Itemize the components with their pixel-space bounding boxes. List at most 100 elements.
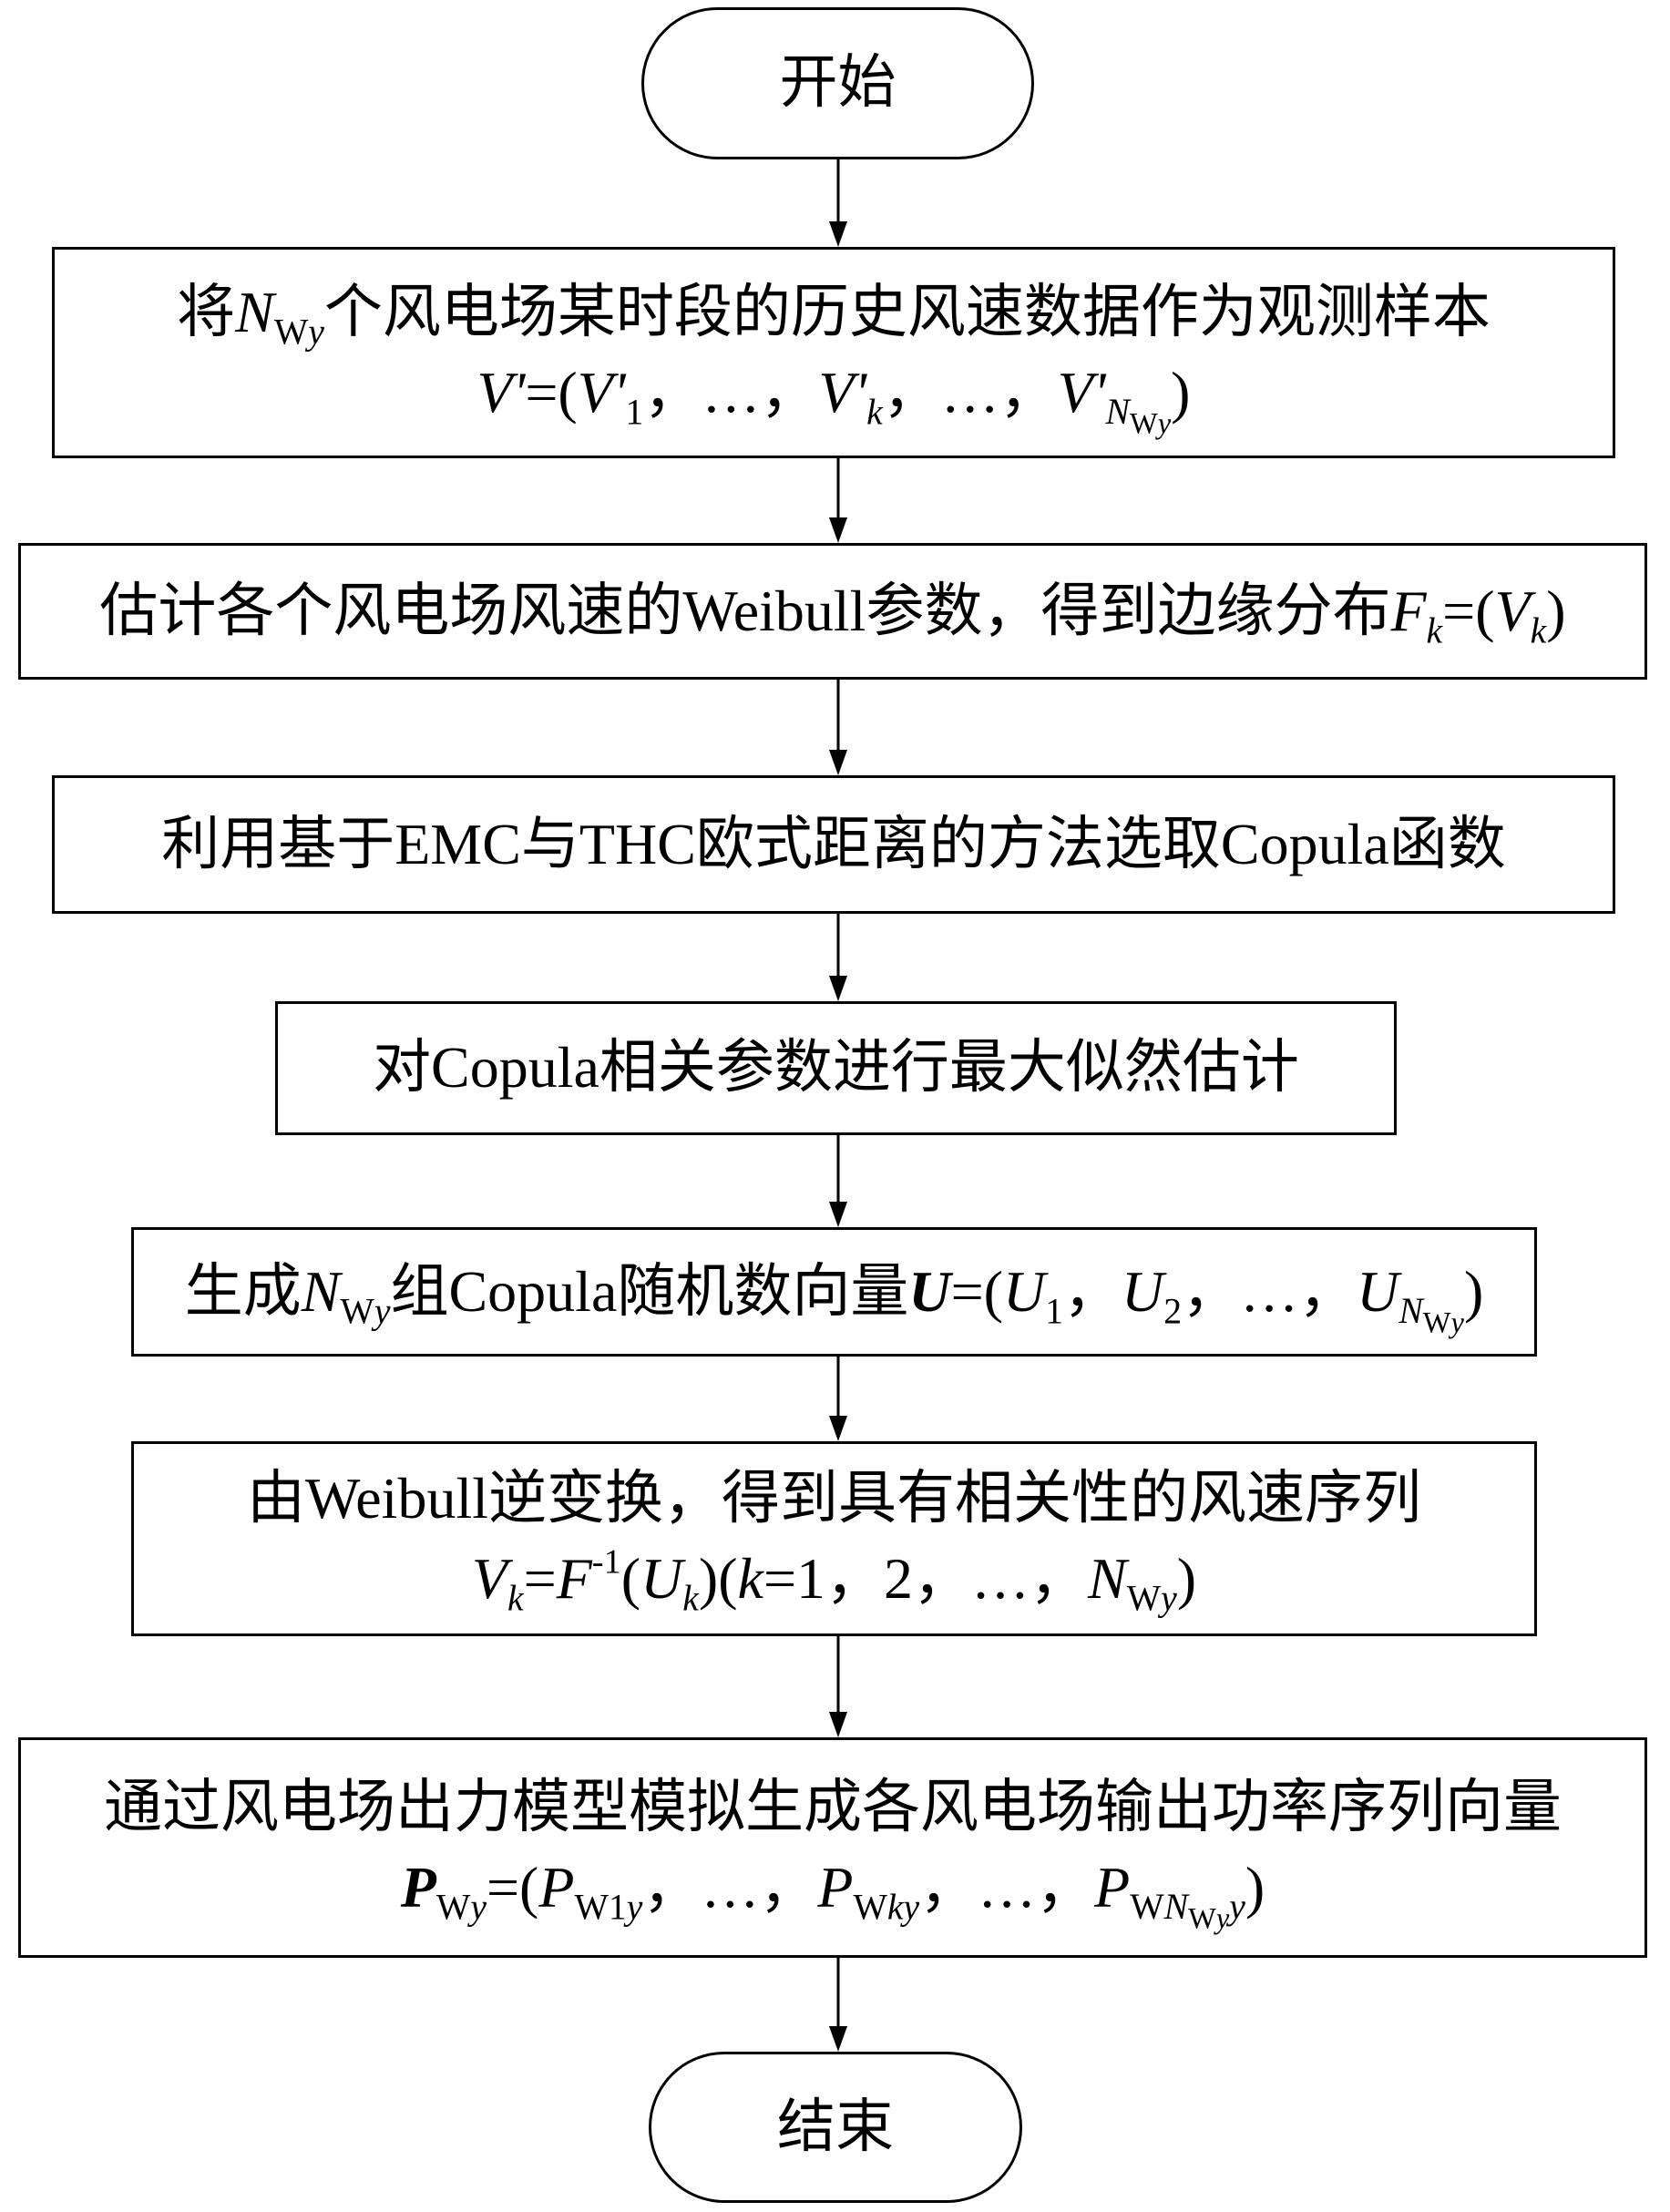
arrow-step-7-to-end xyxy=(829,1958,847,2052)
subscript: 1 xyxy=(1045,1291,1064,1332)
subscript-symbol: y xyxy=(1161,1578,1177,1619)
symbol-u: U xyxy=(1002,1258,1046,1324)
text-fragment: ) xyxy=(1546,578,1566,643)
step-6-box: 由Weibull逆变换，得到具有相关性的风速序列 Vk=F-1(Uk)(k=1，… xyxy=(131,1441,1537,1636)
subscript-symbol: k xyxy=(886,1887,904,1928)
subscript: k xyxy=(682,1578,699,1618)
subscript-symbol: y xyxy=(1215,1902,1230,1936)
symbol-v: V xyxy=(471,1546,507,1611)
subscript: WNWyy xyxy=(1130,1887,1245,1935)
subscript: 2 xyxy=(1163,1291,1183,1332)
nested-subscript: Wy xyxy=(1423,1307,1464,1340)
text-fragment: ) xyxy=(1171,360,1191,425)
subscript-text: W xyxy=(1422,1306,1451,1340)
step-7-box: 通过风电场出力模型模拟生成各风电场输出功率序列向量 PWy=(PW1y，…，PW… xyxy=(18,1737,1647,1958)
subscript-text: W xyxy=(273,312,309,353)
step-7-line-1: 通过风电场出力模型模拟生成各风电场输出功率序列向量 xyxy=(104,1774,1562,1839)
text-fragment: 个风电场某时段的历史风速数据作为观测样本 xyxy=(323,279,1491,344)
subscript-text: W xyxy=(340,1291,374,1332)
subscript-symbol: y xyxy=(374,1291,391,1332)
subscript-symbol: k xyxy=(507,1578,524,1619)
subscript-symbol: y xyxy=(626,1887,643,1928)
text-fragment: ) xyxy=(1245,1855,1265,1920)
subscript-symbol: y xyxy=(1450,1306,1464,1340)
arrow-step-6-to-step-7 xyxy=(829,1636,847,1737)
arrow-step-2-to-step-3 xyxy=(829,680,847,775)
subscript-symbol: k xyxy=(866,392,883,433)
end-label: 结束 xyxy=(777,2094,894,2159)
symbol-u: U xyxy=(1357,1258,1399,1324)
superscript: -1 xyxy=(591,1542,621,1582)
symbol-p: P xyxy=(817,1855,854,1920)
text-fragment: ，…， xyxy=(882,360,1058,425)
text-fragment: 将 xyxy=(177,279,236,344)
text-fragment: =( xyxy=(1442,578,1495,643)
text-fragment: =( xyxy=(525,360,578,425)
subscript-text: W xyxy=(1130,1887,1164,1928)
text-fragment: =1，2，…， xyxy=(763,1546,1089,1611)
subscript: W1y xyxy=(574,1887,642,1927)
subscript: Wy xyxy=(274,312,324,352)
subscript-text: W xyxy=(435,1887,471,1928)
step-2-line-1: 估计各个风电场风速的Weibull参数，得到边缘分布Fk=(Vk) xyxy=(99,571,1565,651)
subscript-symbol: k xyxy=(1530,610,1547,651)
text-fragment: ， xyxy=(1063,1258,1122,1324)
subscript: k xyxy=(1531,610,1547,650)
start-label: 开始 xyxy=(779,50,896,116)
subscript-symbol: y xyxy=(1157,407,1172,441)
text-fragment: ，…， xyxy=(643,360,819,425)
end-terminal: 结束 xyxy=(649,2052,1022,2203)
step-3-line-1: 利用基于EMC与THC欧式距离的方法选取Copula函数 xyxy=(161,811,1506,876)
nested-subscript: Wy xyxy=(1130,408,1171,441)
symbol-u: U xyxy=(1122,1258,1164,1324)
subscript: Wky xyxy=(853,1887,919,1927)
symbol-n: N xyxy=(1088,1546,1127,1611)
step-5-line-1: 生成NWy组Copula随机数向量U=(U1，U2，…，UNWy) xyxy=(184,1252,1484,1338)
subscript-symbol: k xyxy=(1426,610,1443,651)
subscript: NWy xyxy=(1398,1291,1464,1338)
subscript-text: W xyxy=(1126,1578,1162,1619)
symbol-p: P xyxy=(538,1855,575,1920)
arrow-step-3-to-step-4 xyxy=(829,914,847,1001)
symbol-v-prime: V' xyxy=(1057,360,1106,425)
subscript: NWy xyxy=(1106,392,1172,440)
symbol-u: U xyxy=(640,1546,683,1611)
text-fragment: = xyxy=(523,1546,557,1611)
text-fragment: ，…， xyxy=(919,1855,1095,1920)
subscript: k xyxy=(1427,610,1443,650)
step-1-box: 将NWy个风电场某时段的历史风速数据作为观测样本 V'=(V'1，…，V'k，…… xyxy=(52,247,1615,458)
subscript-symbol: y xyxy=(1229,1887,1245,1928)
subscript: Wy xyxy=(1127,1578,1177,1618)
step-2-box: 估计各个风电场风速的Weibull参数，得到边缘分布Fk=(Vk) xyxy=(18,543,1647,680)
start-terminal: 开始 xyxy=(641,7,1034,159)
text-fragment: ( xyxy=(620,1546,641,1611)
subscript: Wy xyxy=(340,1291,390,1331)
step-3-box: 利用基于EMC与THC欧式距离的方法选取Copula函数 xyxy=(52,775,1615,914)
arrow-step-1-to-step-2 xyxy=(829,458,847,543)
subscript-text: W xyxy=(853,1887,887,1928)
symbol-v-prime: V' xyxy=(476,360,526,425)
step-6-line-1: 由Weibull逆变换，得到具有相关性的风速序列 xyxy=(246,1465,1422,1531)
symbol-f: F xyxy=(556,1546,592,1611)
step-4-line-1: 对Copula相关参数进行最大似然估计 xyxy=(373,1035,1299,1101)
arrow-start-to-step-1 xyxy=(829,159,847,247)
subscript-text: W xyxy=(1188,1902,1216,1936)
arrow-step-4-to-step-5 xyxy=(829,1135,847,1227)
subscript: k xyxy=(507,1578,524,1618)
step-1-line-2: V'=(V'1，…，V'k，…，V'NWy) xyxy=(476,353,1191,440)
symbol-n: N xyxy=(235,279,274,344)
arrow-step-5-to-step-6 xyxy=(829,1357,847,1441)
step-5-box: 生成NWy组Copula随机数向量U=(U1，U2，…，UNWy) xyxy=(131,1227,1537,1357)
vector-u: U xyxy=(908,1259,950,1324)
step-1-line-1: 将NWy个风电场某时段的历史风速数据作为观测样本 xyxy=(177,272,1491,353)
text-fragment: 生成 xyxy=(184,1258,302,1324)
subscript: Wy xyxy=(436,1887,487,1927)
text-fragment: 估计各个风电场风速的Weibull参数，得到边缘分布 xyxy=(99,578,1391,643)
nested-subscript: Wy xyxy=(1188,1903,1229,1936)
text-fragment: ，…， xyxy=(1182,1258,1358,1324)
step-6-line-2: Vk=F-1(Uk)(k=1，2，…，NWy) xyxy=(472,1539,1196,1619)
text-fragment: 组Copula随机数向量 xyxy=(390,1258,909,1324)
subscript: 1 xyxy=(625,392,644,433)
text-fragment: =( xyxy=(486,1855,539,1920)
text-fragment: ) xyxy=(1463,1258,1484,1324)
